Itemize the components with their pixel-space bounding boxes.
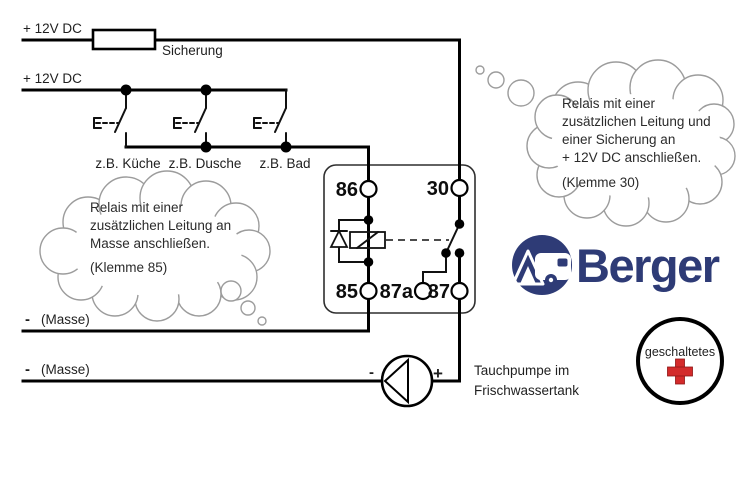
note85-line3: Masse anschließen. xyxy=(90,236,210,251)
switch-dusche: z.B. Dusche xyxy=(169,89,242,171)
switch-blade-icon xyxy=(274,107,287,133)
masse2-label: (Masse) xyxy=(41,362,90,377)
contact-armature-icon xyxy=(445,223,461,254)
bubble-tail-dot xyxy=(475,65,485,75)
switch-actuator-icon xyxy=(253,117,279,129)
note85-line2: zusätzlichen Leitung an xyxy=(90,218,231,233)
switch-actuator-icon xyxy=(93,117,119,129)
note30-line3: einer Sicherung an xyxy=(562,132,675,147)
fused-12v-wire xyxy=(21,38,461,226)
terminal-87 xyxy=(450,281,469,301)
switch-label-kueche: z.B. Küche xyxy=(95,156,160,171)
terminal-85-label: 85 xyxy=(336,281,358,303)
switch-bad: z.B. Bad xyxy=(253,89,311,171)
relay-coil xyxy=(329,215,386,267)
pump-icon xyxy=(380,354,434,408)
terminal-85 xyxy=(359,281,378,301)
bubble-tail-dot xyxy=(240,300,256,316)
bubble-tail-dot xyxy=(487,71,505,89)
terminal-86 xyxy=(359,179,378,199)
switch-label-dusche: z.B. Dusche xyxy=(169,156,242,171)
terminal-87a xyxy=(413,281,433,301)
junction-dot xyxy=(200,141,212,153)
diode-triangle-icon xyxy=(329,228,349,248)
note85-line1: Relais mit einer xyxy=(90,200,184,215)
coil-symbol-icon xyxy=(349,231,386,249)
terminal-86-label: 86 xyxy=(336,179,358,201)
switch-blade-icon xyxy=(114,107,127,133)
brand-name: Berger xyxy=(576,239,720,292)
note30-line2: zusätzlichen Leitung und xyxy=(562,114,711,129)
bubble-tail-dot xyxy=(257,316,267,326)
relay-box xyxy=(323,164,476,314)
switched-label: geschaltetes xyxy=(645,345,715,359)
terminal-30-label: 30 xyxy=(427,178,449,200)
cloud-outline xyxy=(526,59,736,227)
masse-rail-1: - (Masse) xyxy=(21,311,370,333)
terminal-87a-label: 87a xyxy=(380,281,414,303)
junction-dot xyxy=(280,141,292,153)
pump-plus-label: + xyxy=(433,364,443,383)
masse1-minus-label: - xyxy=(25,311,30,328)
berger-logo: Berger xyxy=(511,235,721,295)
pump-caption-line1: Tauchpumpe im xyxy=(474,363,569,378)
note30-klemme: (Klemme 30) xyxy=(562,175,639,190)
cloud-outline xyxy=(39,170,271,322)
switched-plus-icon xyxy=(667,358,693,385)
note30-line1: Relais mit einer xyxy=(562,96,656,111)
switch-label-bad: z.B. Bad xyxy=(259,156,310,171)
terminal-30 xyxy=(450,178,469,198)
fuse-icon xyxy=(91,28,157,51)
thought-bubble-klemme30: Relais mit einer zusätzlichen Leitung un… xyxy=(475,59,736,227)
pump-minus-label: - xyxy=(369,364,374,381)
switched-plus-badge: geschaltetes xyxy=(636,317,724,405)
masse-rail-2: - (Masse) xyxy=(21,361,384,383)
plus-12v-label-bottom: + 12V DC xyxy=(23,71,82,86)
bubble-tail-dot xyxy=(220,280,242,302)
note85-klemme: (Klemme 85) xyxy=(90,260,167,275)
fuse-label: Sicherung xyxy=(162,43,223,58)
switch-blade-icon xyxy=(194,107,207,133)
plus-12v-label-top: + 12V DC xyxy=(23,21,82,36)
masse2-minus-label: - xyxy=(25,361,30,378)
bubble-tail-dot xyxy=(507,79,535,107)
caravan-window-icon xyxy=(557,258,568,267)
switch-kueche: z.B. Küche xyxy=(93,89,161,171)
note30-line4: + 12V DC anschließen. xyxy=(562,150,701,165)
masse1-label: (Masse) xyxy=(41,312,90,327)
pump-caption-line2: Frischwassertank xyxy=(474,383,579,398)
switch-actuator-icon xyxy=(173,117,199,129)
thought-bubble-klemme85: Relais mit einer zusätzlichen Leitung an… xyxy=(39,170,271,326)
caravan-icon xyxy=(535,253,571,286)
junction-dot xyxy=(200,84,212,96)
junction-dot xyxy=(120,84,132,96)
terminal-87-label: 87 xyxy=(428,281,450,303)
